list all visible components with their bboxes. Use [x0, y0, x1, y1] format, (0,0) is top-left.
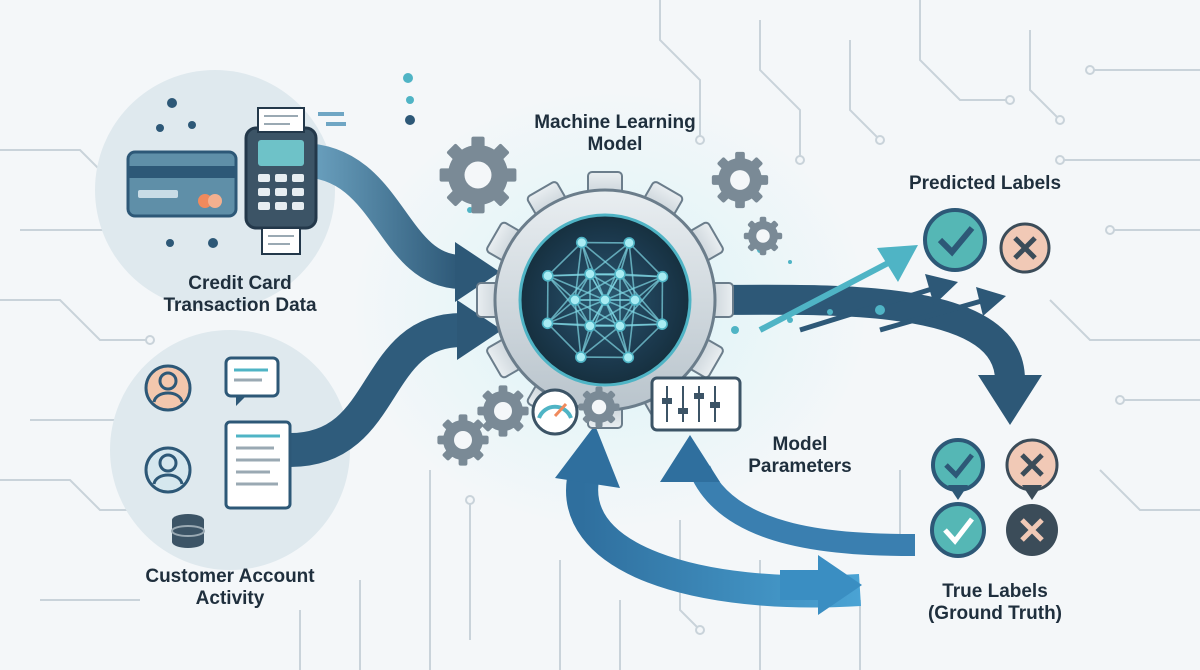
check-icon — [923, 208, 987, 272]
flow-arrows — [289, 143, 1042, 615]
user-icon-2 — [144, 446, 192, 494]
database-icon — [171, 514, 205, 548]
check-icon-true-1 — [931, 438, 985, 500]
credit-card-icon — [126, 150, 238, 218]
label-ml-model-line2: Model — [587, 134, 643, 155]
label-credit-card-line2: Transaction Data — [163, 295, 317, 316]
check-icon-true-2 — [930, 502, 986, 558]
label-predicted-line1: Predicted Labels — [908, 173, 1062, 194]
cross-icon-true-2 — [1006, 504, 1058, 556]
label-predicted: Predicted Labels — [895, 173, 1075, 195]
label-parameters-line1: Model — [772, 434, 828, 455]
data-bits-top-center — [403, 73, 415, 125]
chat-icon — [224, 356, 280, 406]
document-icon — [224, 420, 292, 510]
label-parameters-line2: Parameters — [748, 456, 852, 477]
sliders-icon — [650, 376, 742, 432]
label-ml-model-line1: Machine Learning — [534, 112, 696, 133]
label-ml-model: Machine Learning Model — [515, 112, 715, 156]
cross-icon-true-1 — [1005, 438, 1059, 500]
receipt-icon — [257, 107, 305, 133]
user-icon — [144, 364, 192, 412]
cross-icon — [999, 222, 1051, 274]
label-true-labels-line1: True Labels — [942, 581, 1048, 602]
label-credit-card-line1: Credit Card — [188, 273, 292, 294]
label-credit-card: Credit Card Transaction Data — [150, 273, 330, 317]
label-customer-account: Customer Account Activity — [130, 566, 330, 610]
label-parameters: Model Parameters — [730, 434, 870, 478]
card-terminal-icon — [244, 126, 318, 255]
label-customer-account-line2: Activity — [195, 588, 265, 609]
neural-network-icon — [541, 236, 669, 364]
gauge-icon — [531, 388, 579, 436]
data-bits-top — [156, 98, 346, 248]
label-true-labels-line2: (Ground Truth) — [927, 603, 1063, 624]
label-customer-account-line1: Customer Account — [145, 566, 315, 587]
label-true-labels: True Labels (Ground Truth) — [915, 581, 1075, 625]
gear-icon — [437, 136, 783, 466]
